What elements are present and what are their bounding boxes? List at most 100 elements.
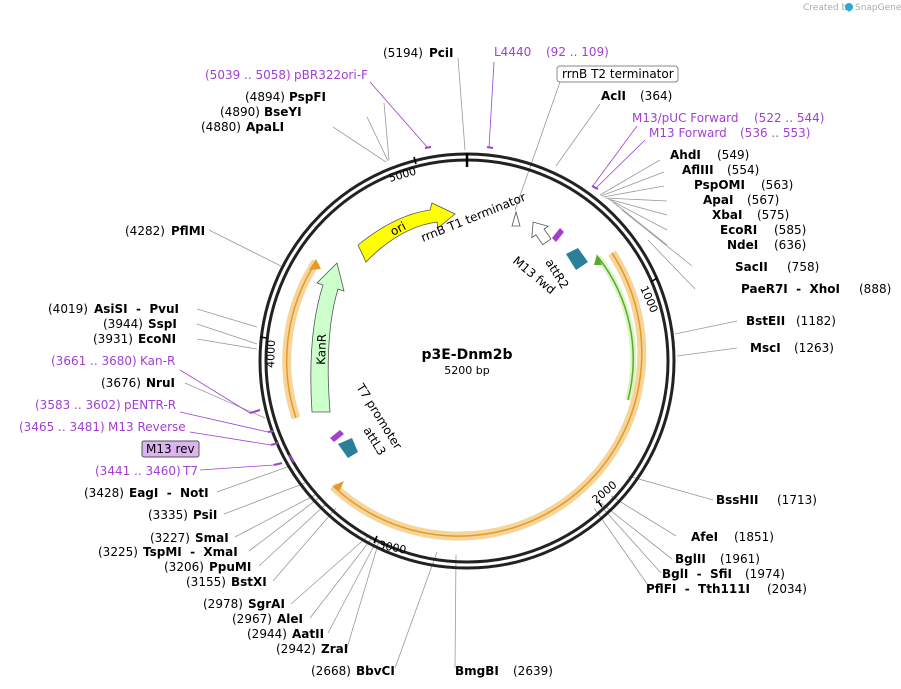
primer-name: Kan-R <box>140 354 175 368</box>
site-name: BbvCI <box>356 664 395 678</box>
attl3-marker <box>338 438 358 458</box>
site-pos: (3944) <box>103 317 143 331</box>
site-pos: (563) <box>761 178 793 192</box>
primer-name: M13 Reverse <box>108 420 186 434</box>
site-pos: (585) <box>774 223 806 237</box>
primer-pos: (92 .. 109) <box>546 45 609 59</box>
primer-pos: (536 .. 553) <box>740 126 810 140</box>
site-name: AfeI <box>691 530 718 544</box>
m13fwd-marker <box>552 228 564 242</box>
site-pos: (1851) <box>734 530 774 544</box>
plasmid-length: 5200 bp <box>444 364 489 377</box>
site-pos: (1713) <box>777 493 817 507</box>
site-pos: (554) <box>727 163 759 177</box>
site-pos: (758) <box>787 260 819 274</box>
site-name: AatII <box>292 627 324 641</box>
site-name: AflIII <box>682 163 714 177</box>
site-name: NdeI <box>727 238 758 252</box>
site-name: PspFI <box>289 90 326 104</box>
site-pos: (2034) <box>767 582 807 596</box>
primer-name: M13/pUC Forward <box>632 111 739 125</box>
site-pos: (3155) <box>186 575 226 589</box>
site-name: SacII <box>735 260 768 274</box>
site-name: EagI - NotI <box>129 486 209 500</box>
site-pos: (364) <box>640 89 672 103</box>
site-pos: (1961) <box>720 552 760 566</box>
leader-lines <box>184 57 738 669</box>
credit-text: Created by <box>803 3 853 13</box>
site-name: AhdI <box>670 148 701 162</box>
site-name: BssHII <box>716 493 758 507</box>
primer-name: M13 Forward <box>649 126 727 140</box>
site-name: BstEII <box>746 314 785 328</box>
snapgene-logo-icon <box>845 3 853 11</box>
site-pos: (1263) <box>794 341 834 355</box>
site-name: AclI <box>601 89 626 103</box>
site-name: BseYI <box>264 105 302 119</box>
primer-pos: (3661 .. 3680) <box>51 354 137 368</box>
site-pos: (4282) <box>125 224 165 238</box>
site-name: PsiI <box>193 508 217 522</box>
site-pos: (3225) <box>98 545 138 559</box>
left-arc-line <box>285 261 317 419</box>
ori-feature <box>357 202 456 263</box>
primer-pos: (3583 .. 3602) <box>35 398 121 412</box>
primer-name: pBR322ori-F <box>294 68 368 82</box>
site-pos: (4890) <box>220 105 260 119</box>
primer-pos: (522 .. 544) <box>754 111 824 125</box>
site-pos: (1974) <box>745 567 785 581</box>
site-name: SspI <box>148 317 177 331</box>
kanr-label: KanR <box>314 334 329 365</box>
site-pos: (888) <box>859 282 891 296</box>
site-name: MscI <box>750 341 781 355</box>
t7-marker <box>330 430 344 442</box>
cds-arc-line <box>597 256 634 401</box>
site-name: PspOMI <box>694 178 745 192</box>
rrnb-t1-marker <box>531 221 552 246</box>
site-pos: (3428) <box>84 486 124 500</box>
site-pos: (636) <box>774 238 806 252</box>
site-name: NruI <box>146 376 175 390</box>
site-pos: (575) <box>757 208 789 222</box>
primer-name: L4440 <box>494 45 531 59</box>
kanr-feature <box>310 262 345 413</box>
site-name: PpuMI <box>209 560 251 574</box>
site-name: BstXI <box>231 575 267 589</box>
credit-brand: SnapGene <box>855 3 901 13</box>
site-name: TspMI - XmaI <box>143 545 238 559</box>
tick-label-3000: 3000 <box>377 538 407 557</box>
site-name: PflFI - Tth111I <box>646 582 750 596</box>
rrnb-t2-marker <box>511 210 521 227</box>
cds-arc-arrowhead <box>594 254 602 265</box>
rrnb-t2-label: rrnB T2 terminator <box>562 67 674 81</box>
site-pos: (2978) <box>203 597 243 611</box>
primer-markers <box>249 146 599 466</box>
site-pos: (567) <box>747 193 779 207</box>
site-pos: (2942) <box>276 642 316 656</box>
primer-name: T7 <box>182 464 198 478</box>
site-name: BmgBI <box>455 664 499 678</box>
tick-label-4000: 4000 <box>264 340 278 368</box>
site-name: SgrAI <box>248 597 285 611</box>
site-pos: (4894) <box>245 90 285 104</box>
site-name: ZraI <box>321 642 348 656</box>
site-pos: (2967) <box>232 612 272 626</box>
site-pos: (3676) <box>101 376 141 390</box>
ori-label: ori <box>388 219 408 239</box>
site-pos: (3335) <box>148 508 188 522</box>
site-name: AsiSI - PvuI <box>94 302 179 316</box>
site-name: PflMI <box>171 224 205 238</box>
site-pos: (2944) <box>247 627 287 641</box>
m13-rev-label: M13 rev <box>146 442 195 456</box>
insert-arc-arrowhead <box>333 481 344 492</box>
site-name: ApaI <box>703 193 733 207</box>
plasmid-name: p3E-Dnm2b <box>421 347 512 363</box>
tick-marks <box>259 156 658 544</box>
site-name: PciI <box>429 46 454 60</box>
primer-pos: (3465 .. 3481) <box>19 420 105 434</box>
site-name: SmaI <box>195 531 229 545</box>
site-name: ApaLI <box>246 120 284 134</box>
site-pos: (3227) <box>150 531 190 545</box>
m13-rev-label-box <box>141 440 200 458</box>
site-name: AleI <box>277 612 303 626</box>
